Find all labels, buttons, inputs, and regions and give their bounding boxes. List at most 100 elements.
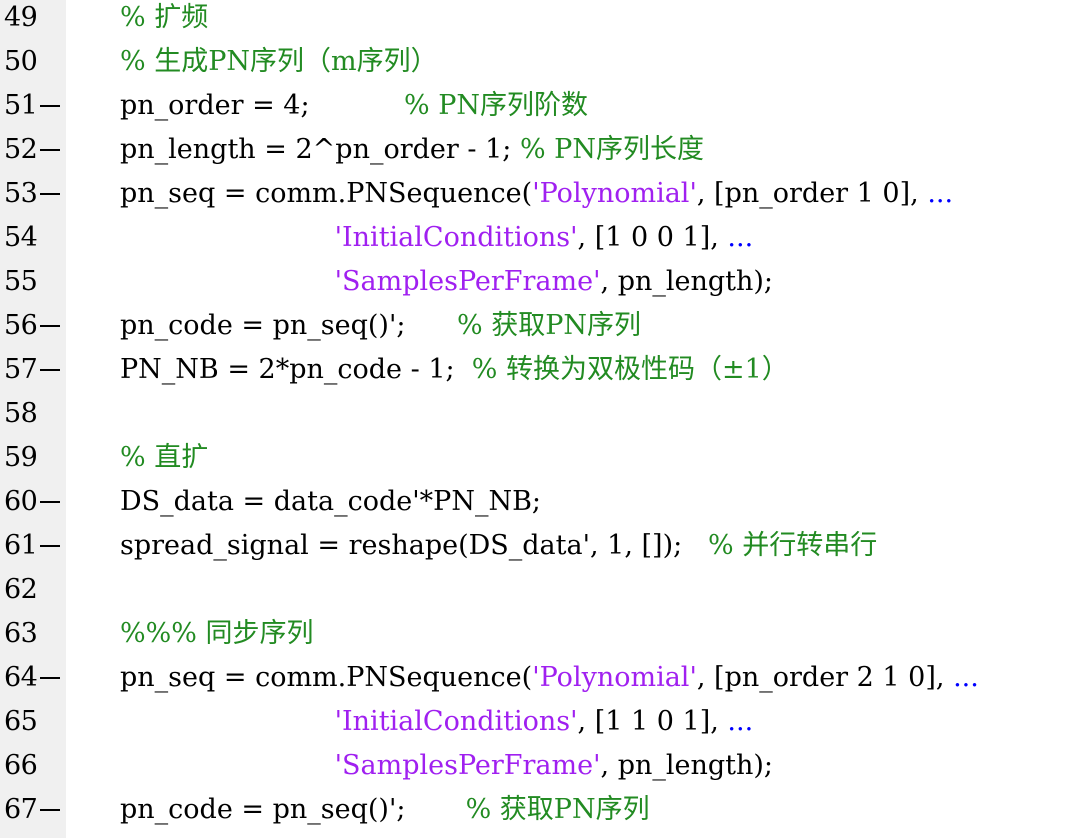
line-number-gutter[interactable] <box>0 0 66 838</box>
string-literal: 'Polynomial' <box>532 178 697 209</box>
line-number: 54 <box>4 222 38 253</box>
line-number: 67 <box>4 794 38 825</box>
line-number: 51 <box>4 90 38 121</box>
code-text: , [1 1 0 1], <box>577 706 728 737</box>
line-number: 53 <box>4 178 38 209</box>
line-number: 56 <box>4 310 38 341</box>
code-line[interactable]: 57 PN_NB = 2*pn_code - 1; % 转换为双极性码（±1） <box>0 348 1080 392</box>
line-number: 62 <box>4 574 38 605</box>
code-content: % 生成PN序列（m序列） <box>120 40 438 84</box>
code-line[interactable]: 50 % 生成PN序列（m序列） <box>0 40 1080 84</box>
code-content: DS_data = data_code'*PN_NB; <box>120 480 541 524</box>
code-text: , pn_length); <box>600 750 774 781</box>
code-text: pn_length = 2^pn_order - 1; <box>120 134 520 165</box>
breakpoint-marker[interactable] <box>40 193 60 195</box>
code-comment: % PN序列阶数 <box>403 90 589 121</box>
string-literal: 'InitialConditions' <box>334 222 578 253</box>
line-continuation: ... <box>727 222 754 253</box>
breakpoint-marker[interactable] <box>40 369 60 371</box>
code-content: pn_code = pn_seq()'; % 获取PN序列 <box>120 304 641 348</box>
code-line[interactable]: 64 pn_seq = comm.PNSequence('Polynomial',… <box>0 656 1080 700</box>
code-text: spread_signal = reshape(DS_data', 1, [])… <box>120 530 708 561</box>
code-content: pn_seq = comm.PNSequence('Polynomial', [… <box>120 656 979 700</box>
line-number: 50 <box>4 46 38 77</box>
breakpoint-marker[interactable] <box>40 149 60 151</box>
breakpoint-marker[interactable] <box>40 325 60 327</box>
code-line[interactable]: 67 pn_code = pn_seq()'; % 获取PN序列 <box>0 788 1080 832</box>
code-text: pn_code = pn_seq()'; <box>120 310 457 341</box>
code-text <box>120 706 335 737</box>
code-line[interactable]: 54 'InitialConditions', [1 0 0 1], ... <box>0 216 1080 260</box>
line-number: 63 <box>4 618 38 649</box>
code-line[interactable]: 53 pn_seq = comm.PNSequence('Polynomial',… <box>0 172 1080 216</box>
code-comment: %%% 同步序列 <box>120 618 314 649</box>
code-line[interactable]: 66 'SamplesPerFrame', pn_length); <box>0 744 1080 788</box>
code-text: , [pn_order 2 1 0], <box>696 662 954 693</box>
string-literal: 'SamplesPerFrame' <box>334 750 601 781</box>
code-line[interactable]: 56 pn_code = pn_seq()'; % 获取PN序列 <box>0 304 1080 348</box>
code-text: pn_seq = comm.PNSequence( <box>120 662 533 693</box>
line-number: 65 <box>4 706 38 737</box>
line-continuation: ... <box>927 178 954 209</box>
code-text: DS_data = data_code'*PN_NB; <box>120 486 542 517</box>
line-number: 52 <box>4 134 38 165</box>
line-number: 57 <box>4 354 38 385</box>
code-comment: % 扩频 <box>120 2 209 33</box>
code-content: 'SamplesPerFrame', pn_length); <box>120 744 773 788</box>
line-number: 59 <box>4 442 38 473</box>
code-line[interactable]: 51 pn_order = 4; % PN序列阶数 <box>0 84 1080 128</box>
code-line[interactable]: 65 'InitialConditions', [1 1 0 1], ... <box>0 700 1080 744</box>
code-line[interactable]: 55 'SamplesPerFrame', pn_length); <box>0 260 1080 304</box>
code-line[interactable]: 62 <box>0 568 1080 612</box>
code-comment: % 转换为双极性码（±1） <box>471 354 789 385</box>
code-comment: % 获取PN序列 <box>465 794 650 825</box>
line-continuation: ... <box>727 706 754 737</box>
code-line[interactable]: 60 DS_data = data_code'*PN_NB; <box>0 480 1080 524</box>
code-text <box>120 750 335 781</box>
code-comment: % PN序列长度 <box>519 134 704 165</box>
code-comment: % 生成PN序列（m序列） <box>120 46 438 77</box>
code-content: PN_NB = 2*pn_code - 1; % 转换为双极性码（±1） <box>120 348 789 392</box>
code-content: 'SamplesPerFrame', pn_length); <box>120 260 773 304</box>
code-content: pn_order = 4; % PN序列阶数 <box>120 84 588 128</box>
code-content: pn_code = pn_seq()'; % 获取PN序列 <box>120 788 650 832</box>
code-text: pn_code = pn_seq()'; <box>120 794 466 825</box>
code-content: pn_seq = comm.PNSequence('Polynomial', [… <box>120 172 953 216</box>
code-content: % 扩频 <box>120 0 208 40</box>
string-literal: 'SamplesPerFrame' <box>334 266 601 297</box>
code-line[interactable]: 49 % 扩频 <box>0 0 1080 40</box>
code-text: PN_NB = 2*pn_code - 1; <box>120 354 472 385</box>
line-number: 60 <box>4 486 38 517</box>
breakpoint-marker[interactable] <box>40 545 60 547</box>
string-literal: 'Polynomial' <box>532 662 697 693</box>
code-content: %%% 同步序列 <box>120 612 314 656</box>
line-number: 49 <box>4 2 38 33</box>
line-number: 58 <box>4 398 38 429</box>
breakpoint-marker[interactable] <box>40 809 60 811</box>
code-line[interactable]: 58 <box>0 392 1080 436</box>
code-comment: % 直扩 <box>120 442 209 473</box>
code-content: 'InitialConditions', [1 0 0 1], ... <box>120 216 754 260</box>
line-number: 66 <box>4 750 38 781</box>
breakpoint-marker[interactable] <box>40 501 60 503</box>
code-line[interactable]: 59 % 直扩 <box>0 436 1080 480</box>
breakpoint-marker[interactable] <box>40 677 60 679</box>
line-number: 64 <box>4 662 38 693</box>
code-content: pn_length = 2^pn_order - 1; % PN序列长度 <box>120 128 704 172</box>
code-comment: % 获取PN序列 <box>456 310 642 341</box>
code-text: , pn_length); <box>600 266 774 297</box>
code-text: pn_order = 4; <box>120 90 404 121</box>
line-number: 55 <box>4 266 38 297</box>
code-line[interactable]: 52 pn_length = 2^pn_order - 1; % PN序列长度 <box>0 128 1080 172</box>
breakpoint-marker[interactable] <box>40 105 60 107</box>
code-text: , [pn_order 1 0], <box>696 178 928 209</box>
string-literal: 'InitialConditions' <box>334 706 578 737</box>
code-text <box>120 266 335 297</box>
line-continuation: ... <box>953 662 979 693</box>
code-comment: % 并行转串行 <box>707 530 878 561</box>
code-text: pn_seq = comm.PNSequence( <box>120 178 533 209</box>
code-line[interactable]: 63 %%% 同步序列 <box>0 612 1080 656</box>
code-text <box>120 222 335 253</box>
